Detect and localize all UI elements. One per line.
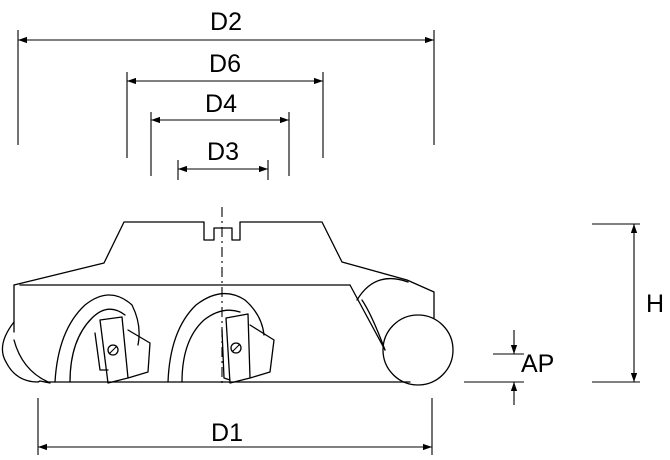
label-d2: D2: [210, 8, 242, 36]
right-round-insert: [382, 314, 454, 386]
cutter-body: [13, 221, 435, 384]
dimension-d6: D6: [126, 50, 324, 158]
label-d1: D1: [211, 419, 243, 447]
dimension-ap: AP: [464, 330, 554, 405]
left-insert-pocket: [54, 294, 151, 384]
dimension-d2: D2: [17, 8, 435, 145]
label-d4: D4: [205, 90, 237, 118]
label-ap: AP: [521, 350, 554, 378]
dimension-h: H: [592, 223, 664, 383]
dimension-d1: D1: [37, 398, 433, 455]
label-d3: D3: [207, 138, 239, 166]
dimension-d4: D4: [150, 90, 290, 176]
left-round-insert: [1, 321, 49, 383]
label-h: H: [646, 290, 664, 318]
dimension-d3: D3: [177, 138, 269, 180]
label-d6: D6: [209, 50, 241, 78]
center-insert-pocket: [167, 293, 275, 384]
